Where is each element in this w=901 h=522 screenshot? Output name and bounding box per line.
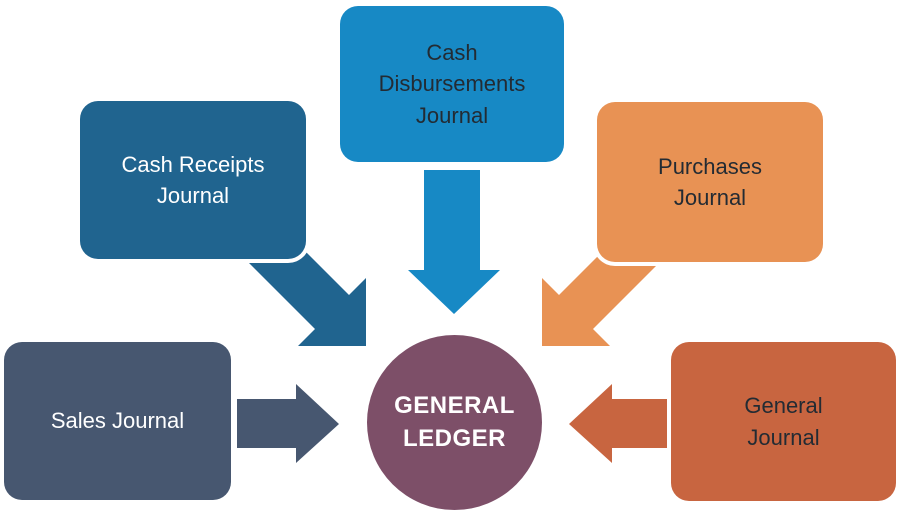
purchases-journal-box: Purchases Journal bbox=[597, 102, 823, 262]
label-line: Disbursements bbox=[378, 71, 526, 97]
cash-receipts-journal-label: Cash Receipts Journal bbox=[121, 149, 264, 211]
label-line: Purchases bbox=[658, 153, 762, 179]
arrow-sales-to-ledger bbox=[237, 384, 339, 463]
label-line: Sales Journal bbox=[50, 408, 185, 434]
label-line: Journal bbox=[673, 185, 747, 210]
label-line: General bbox=[744, 393, 823, 419]
general-journal-label: General Journal bbox=[744, 390, 822, 452]
sales-journal-box: Sales Journal bbox=[4, 342, 231, 500]
general-ledger-circle: GENERAL LEDGER bbox=[367, 335, 542, 510]
cash-disbursements-journal-box: Cash Disbursements Journal bbox=[340, 6, 564, 162]
label-line: GENERAL bbox=[394, 392, 515, 420]
label-line: Cash bbox=[426, 40, 478, 66]
label-line: Cash Receipts bbox=[121, 151, 265, 177]
label-line: Journal bbox=[156, 183, 230, 208]
label-line: Journal bbox=[415, 102, 489, 128]
arrow-cash-disbursements-to-ledger bbox=[408, 170, 500, 314]
cash-disbursements-journal-label: Cash Disbursements Journal bbox=[379, 37, 526, 131]
label-line: Journal bbox=[747, 424, 820, 450]
general-ledger-label: GENERAL LEDGER bbox=[394, 390, 515, 455]
arrow-general-journal-to-ledger bbox=[569, 384, 676, 463]
purchases-journal-label: Purchases Journal bbox=[658, 151, 762, 213]
general-journal-box: General Journal bbox=[671, 342, 896, 501]
cash-receipts-journal-box: Cash Receipts Journal bbox=[80, 101, 306, 259]
sales-journal-label: Sales Journal bbox=[51, 405, 184, 436]
label-line: LEDGER bbox=[402, 424, 506, 452]
